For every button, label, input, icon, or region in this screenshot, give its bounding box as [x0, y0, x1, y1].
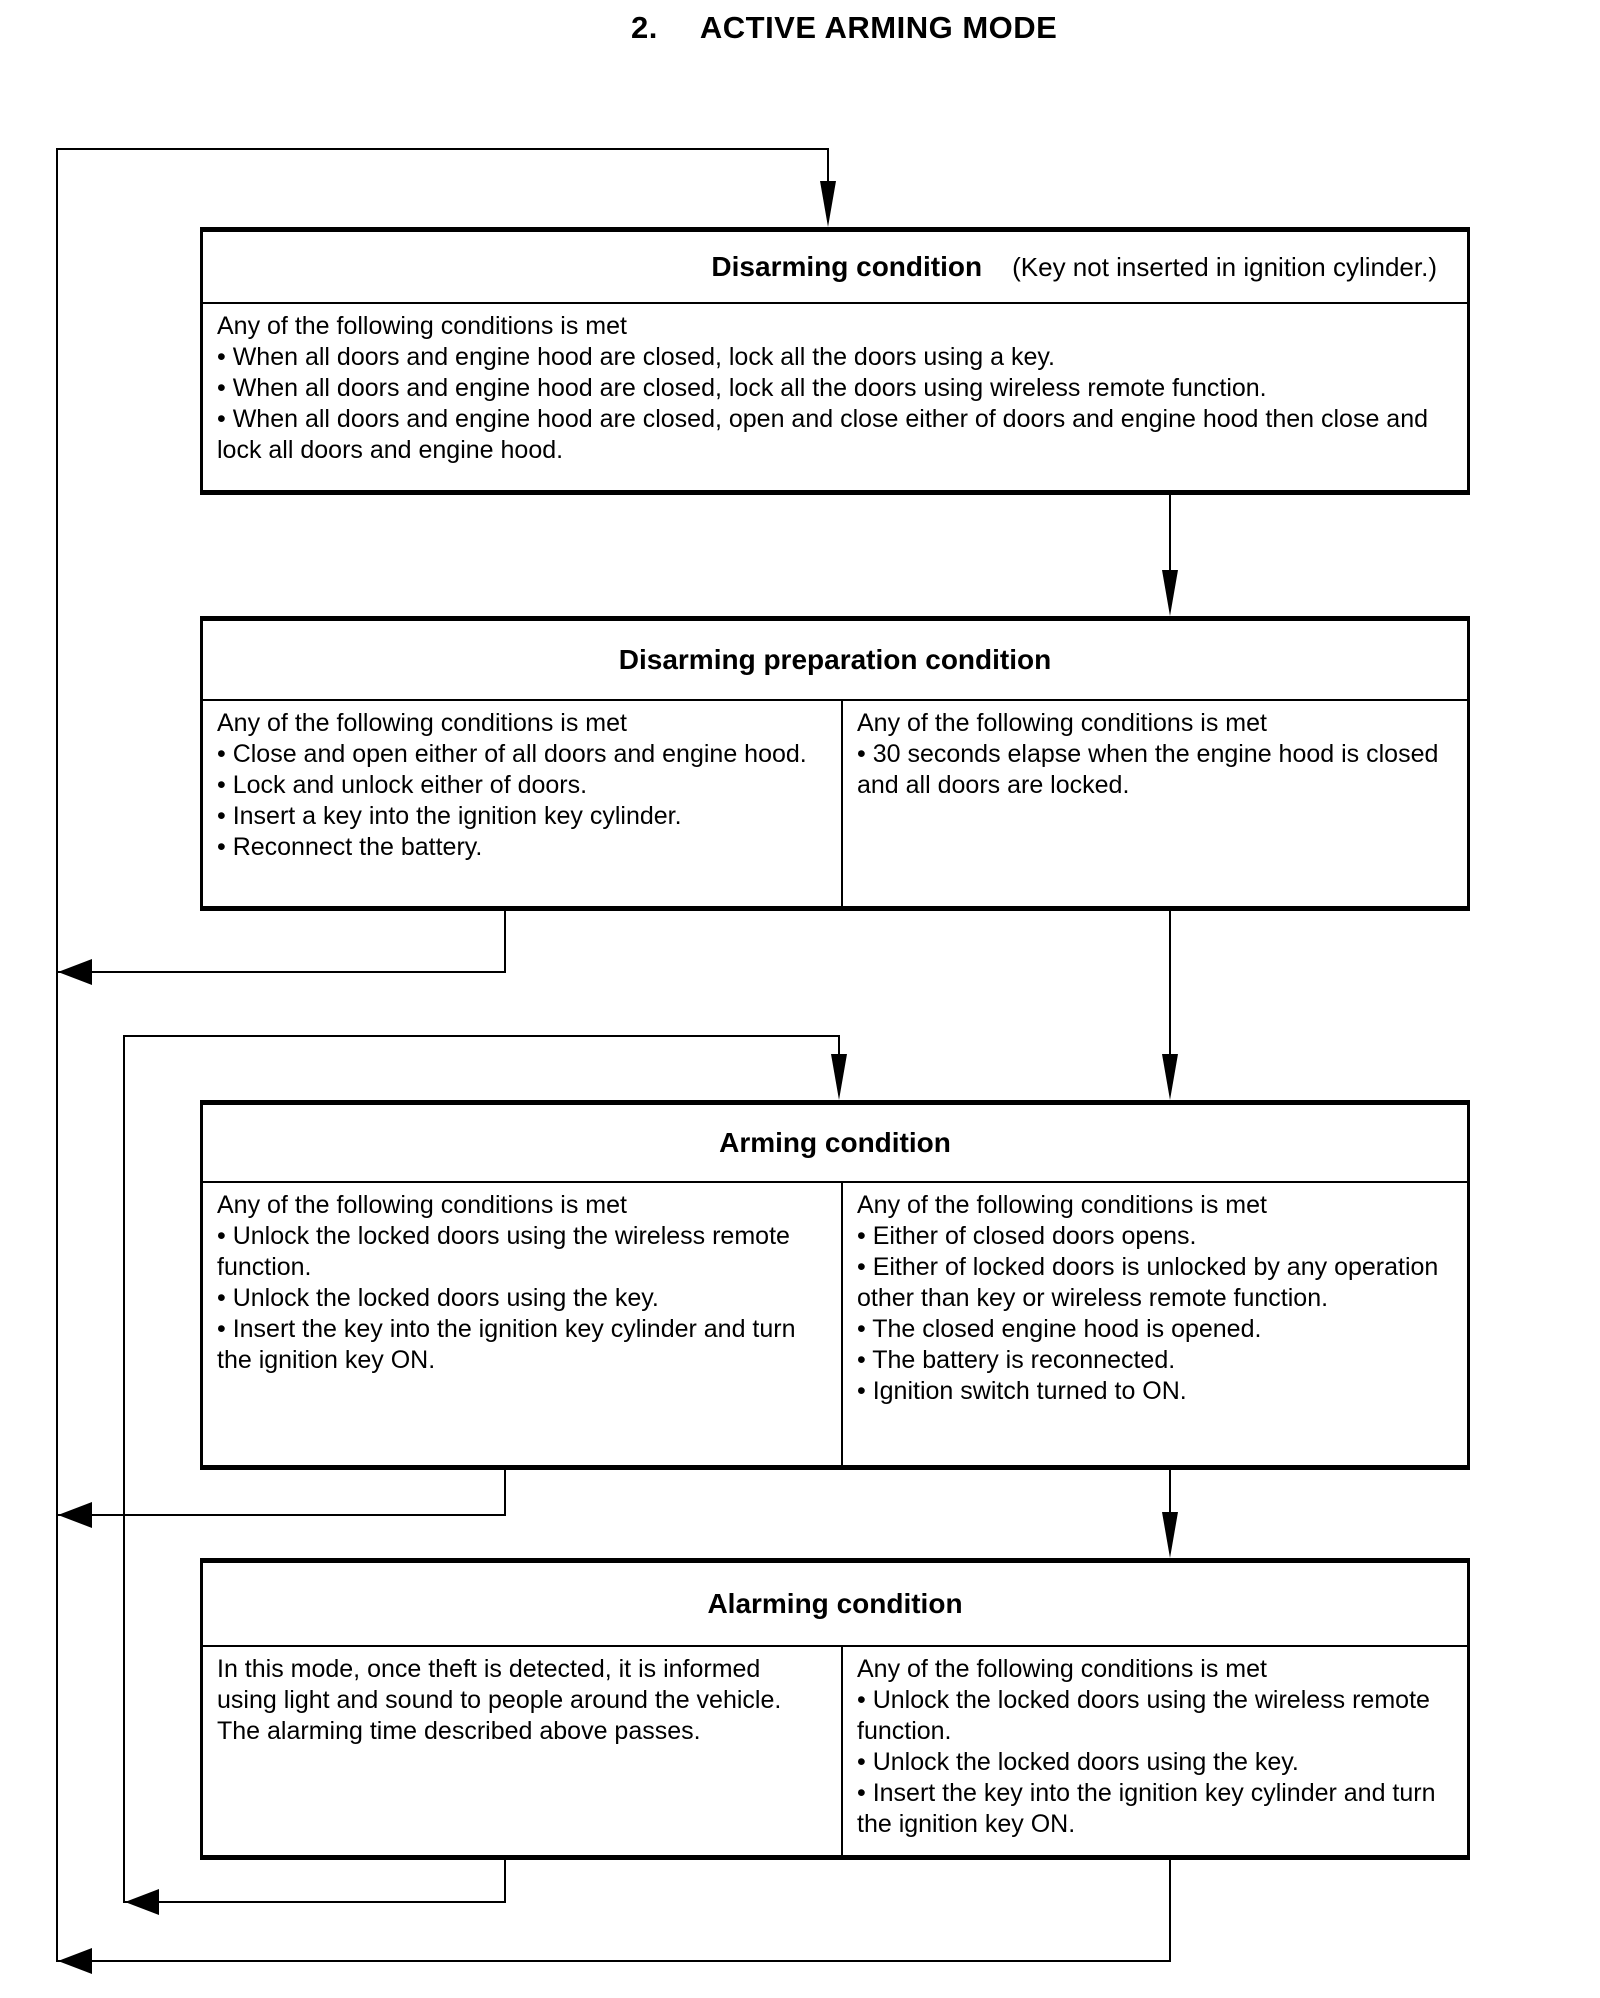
box4-feedback2-drop-line: [1169, 1860, 1171, 1962]
box3-feedback-drop-line: [504, 1470, 506, 1516]
condition-item: • When all doors and engine hood are clo…: [217, 405, 1429, 464]
disarming-preparation-left-cell: Any of the following conditions is met •…: [203, 701, 843, 908]
condition-item: • Lock and unlock either of doors.: [217, 771, 588, 799]
trunk-line-inner: [123, 1035, 125, 1903]
condition-item: • Unlock the locked doors using the wire…: [217, 1222, 790, 1281]
condition-item: • When all doors and engine hood are clo…: [217, 343, 1055, 371]
disarming-preparation-right-cell: Any of the following conditions is met •…: [843, 701, 1467, 908]
alarming-condition-header: Alarming condition: [203, 1563, 1467, 1647]
arrow-down-icon: [1162, 570, 1178, 616]
condition-item: • Insert the key into the ignition key c…: [217, 1315, 796, 1374]
arrow-down-icon: [1162, 1512, 1178, 1558]
condition-item: • Either of closed doors opens.: [857, 1222, 1197, 1250]
condition-intro: Any of the following conditions is met: [217, 709, 627, 737]
condition-item: • Unlock the locked doors using the wire…: [857, 1686, 1430, 1745]
disarming-condition-header: Disarming condition (Key not inserted in…: [203, 232, 1467, 304]
box4-feedback1-drop-line: [504, 1860, 506, 1903]
box-title: Disarming preparation condition: [618, 644, 1052, 675]
box2-to-box3-line: [1169, 911, 1171, 1056]
alarming-condition-left-cell: In this mode, once theft is detected, it…: [203, 1647, 843, 1855]
box-title: Alarming condition: [707, 1588, 963, 1619]
condition-item: • The closed engine hood is opened.: [857, 1315, 1262, 1343]
alarming-condition-right-cell: Any of the following conditions is met •…: [843, 1647, 1467, 1855]
arrow-down-icon: [820, 181, 836, 227]
box4-feedback2-line: [58, 1960, 1171, 1962]
top-return-line: [56, 148, 828, 150]
condition-item: • Close and open either of all doors and…: [217, 740, 807, 768]
box4-feedback1-line: [125, 1901, 506, 1903]
section-number: 2.: [631, 10, 658, 45]
condition-item: • The battery is reconnected.: [857, 1346, 1176, 1374]
disarming-condition-body: Any of the following conditions is met •…: [203, 304, 1467, 490]
condition-item: • Insert a key into the ignition key cyl…: [217, 802, 682, 830]
condition-item: In this mode, once theft is detected, it…: [217, 1655, 782, 1714]
alarming-condition-box: Alarming condition In this mode, once th…: [200, 1558, 1470, 1860]
condition-item: • When all doors and engine hood are clo…: [217, 374, 1267, 402]
condition-item: • Insert the key into the ignition key c…: [857, 1779, 1436, 1838]
page-title: 2. ACTIVE ARMING MODE: [631, 10, 1057, 46]
condition-intro: Any of the following conditions is met: [217, 1191, 627, 1219]
condition-item: • Unlock the locked doors using the key.: [857, 1748, 1299, 1776]
section-title: ACTIVE ARMING MODE: [699, 10, 1058, 45]
arrow-down-icon: [831, 1054, 847, 1100]
arrow-left-icon: [58, 1948, 92, 1974]
condition-item: • Unlock the locked doors using the key.: [217, 1284, 659, 1312]
arrow-left-icon: [125, 1889, 159, 1915]
box2-feedback-drop-line: [504, 911, 506, 973]
arming-condition-box: Arming condition Any of the following co…: [200, 1100, 1470, 1470]
condition-item: The alarming time described above passes…: [217, 1717, 701, 1745]
condition-item: • Either of locked doors is unlocked by …: [857, 1253, 1439, 1312]
arming-condition-right-cell: Any of the following conditions is met •…: [843, 1183, 1467, 1467]
return-to-arming-line: [123, 1035, 839, 1037]
arrow-left-icon: [58, 959, 92, 985]
arrow-left-icon: [58, 1502, 92, 1528]
box-title: Arming condition: [719, 1127, 951, 1158]
box3-feedback-line: [58, 1514, 506, 1516]
into-box1-line: [827, 148, 829, 192]
box-title: Disarming condition: [711, 251, 983, 282]
condition-intro: Any of the following conditions is met: [857, 1655, 1267, 1683]
arming-condition-left-cell: Any of the following conditions is met •…: [203, 1183, 843, 1467]
box-title-note: (Key not inserted in ignition cylinder.): [1012, 251, 1437, 282]
disarming-preparation-box: Disarming preparation condition Any of t…: [200, 616, 1470, 911]
condition-intro: Any of the following conditions is met: [217, 312, 627, 340]
condition-intro: Any of the following conditions is met: [857, 1191, 1267, 1219]
disarming-condition-box: Disarming condition (Key not inserted in…: [200, 227, 1470, 495]
condition-item: • Reconnect the battery.: [217, 833, 483, 861]
disarming-preparation-header: Disarming preparation condition: [203, 621, 1467, 701]
box3-to-box4-line: [1169, 1470, 1171, 1518]
box1-to-box2-line: [1169, 495, 1171, 580]
into-box3-line: [838, 1035, 840, 1060]
trunk-line-left: [56, 148, 58, 1962]
condition-intro: Any of the following conditions is met: [857, 709, 1267, 737]
condition-item: • Ignition switch turned to ON.: [857, 1377, 1187, 1405]
arrow-down-icon: [1162, 1054, 1178, 1100]
condition-item: • 30 seconds elapse when the engine hood…: [857, 740, 1439, 799]
arming-condition-header: Arming condition: [203, 1105, 1467, 1183]
box2-feedback-line: [58, 971, 506, 973]
